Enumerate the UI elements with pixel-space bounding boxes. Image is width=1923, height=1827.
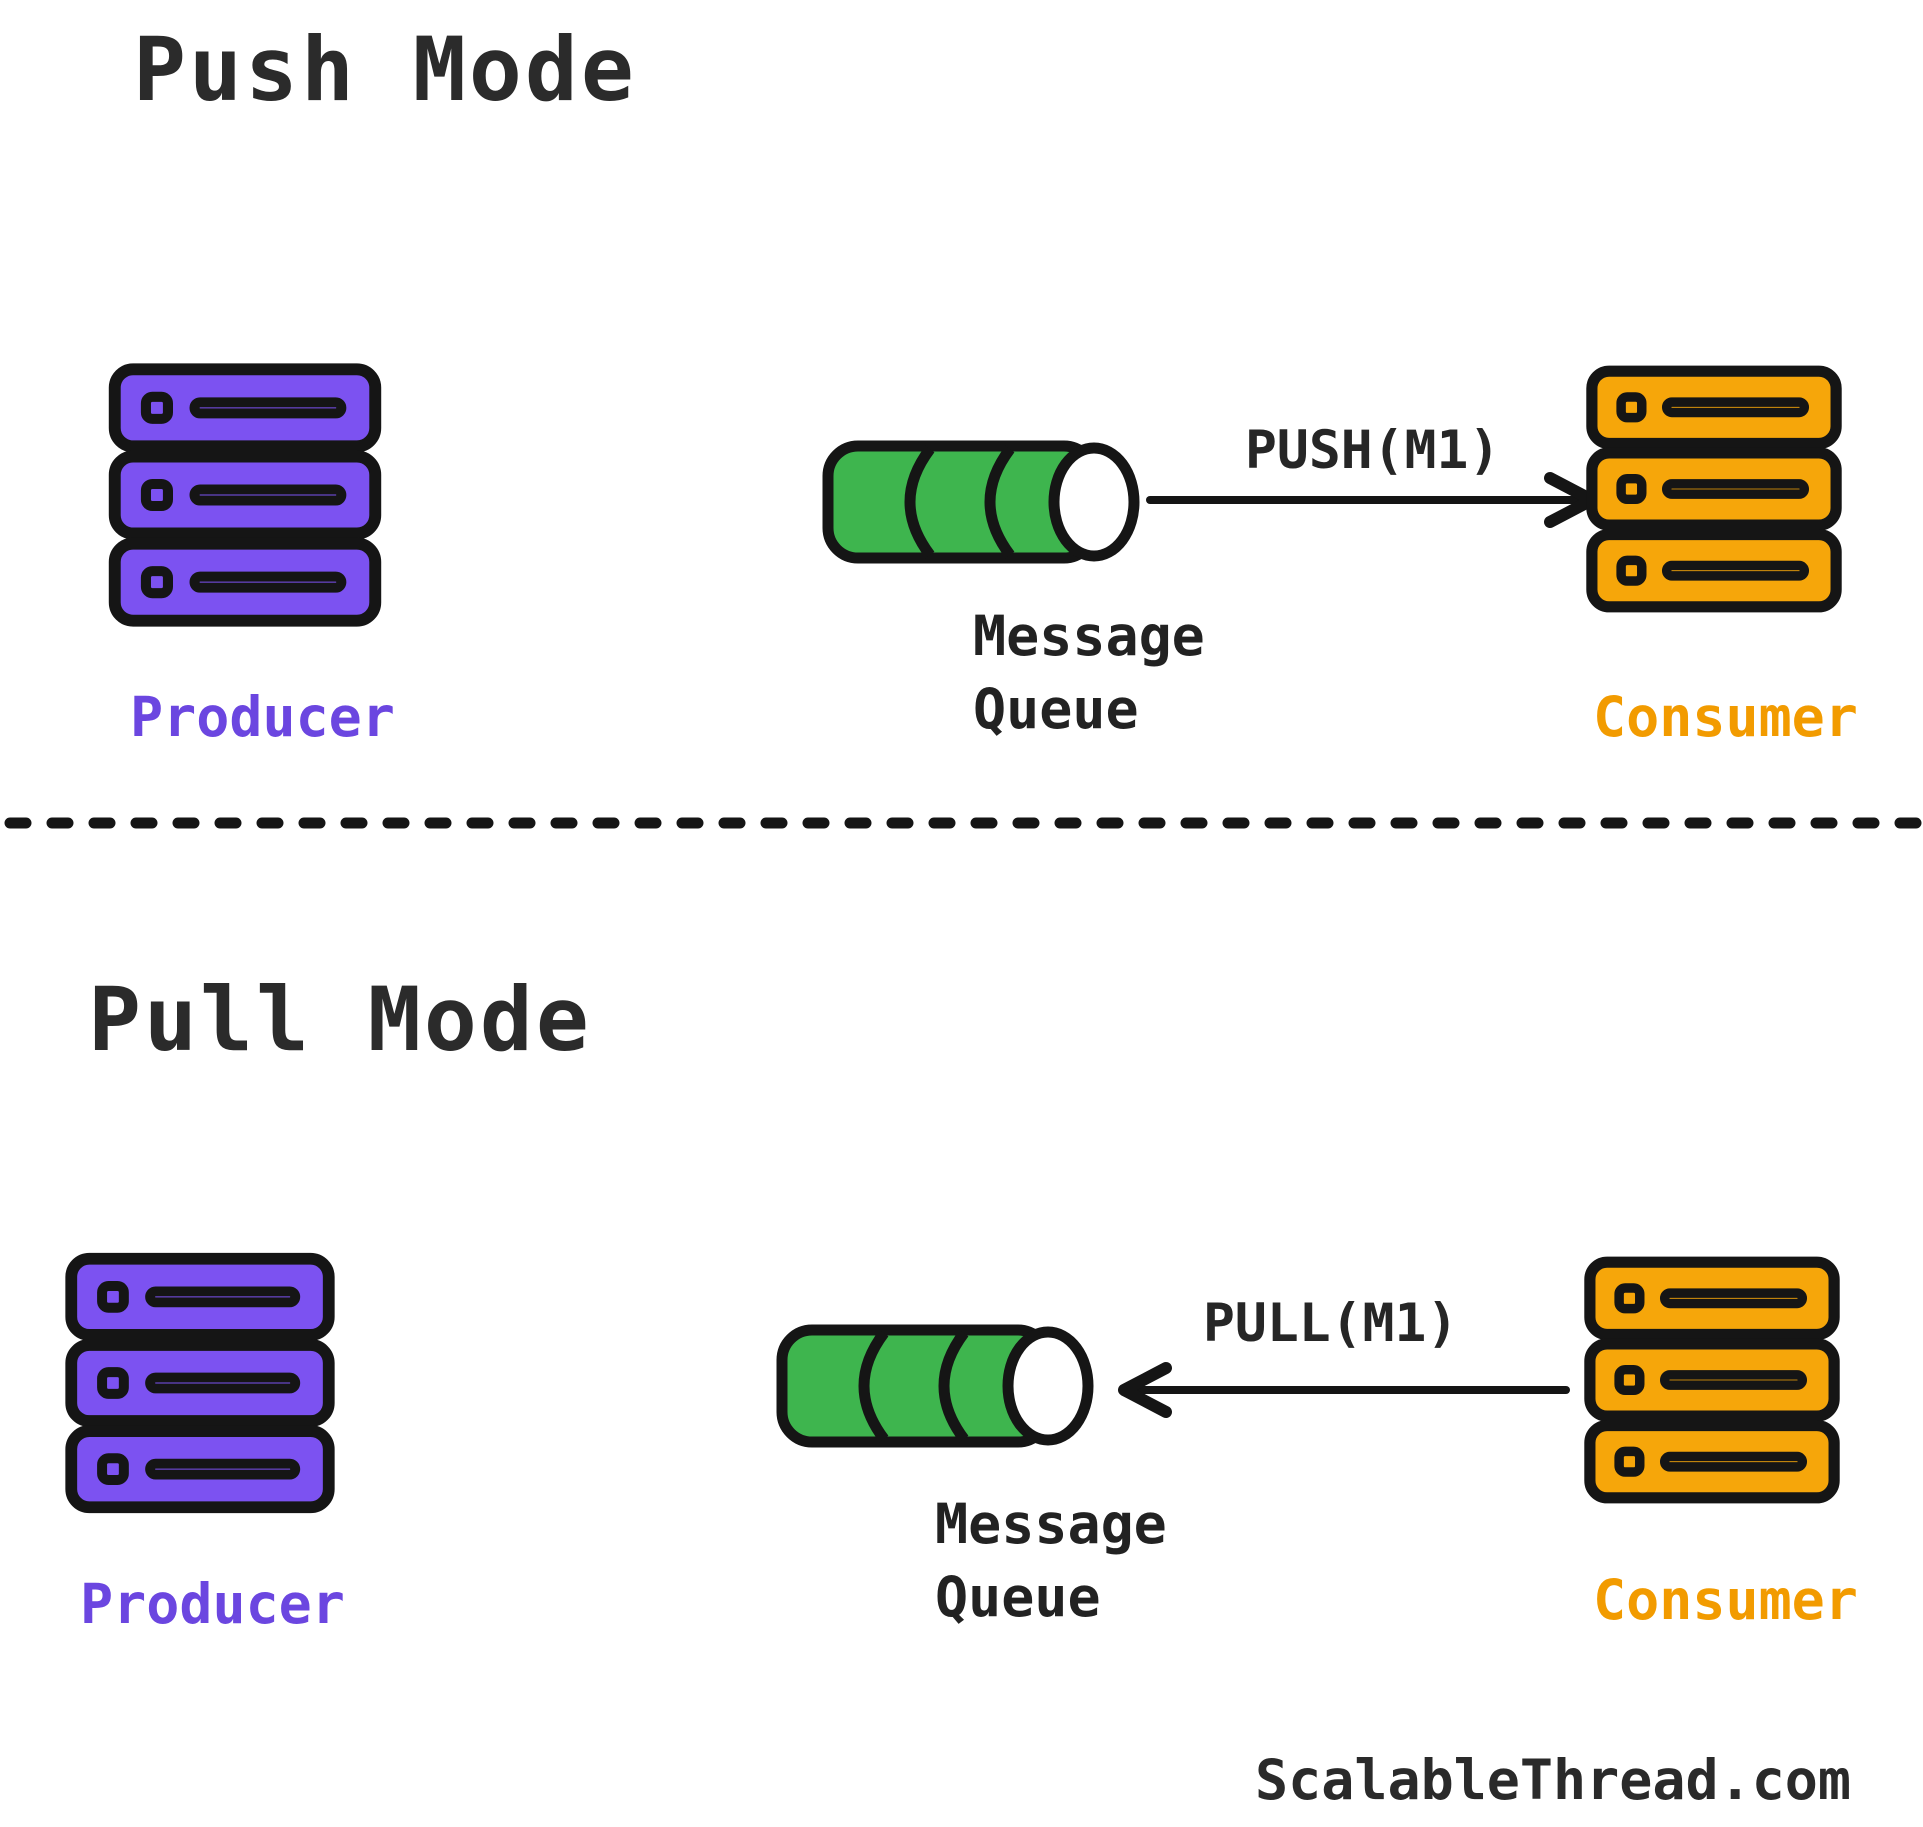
pull-message-queue-icon [772, 1322, 1102, 1450]
server-stack-icon [108, 363, 382, 627]
push-consumer-server-icon [1585, 356, 1843, 622]
pull-consumer-server-icon [1583, 1248, 1841, 1512]
server-stack-icon [1584, 1256, 1840, 1504]
push-queue-label: Message Queue [973, 604, 1205, 741]
pull-queue-label: Message Queue [935, 1492, 1167, 1629]
dashed-divider [0, 812, 1923, 834]
arrow-left-icon [1118, 1362, 1570, 1418]
push-message-queue-icon [818, 438, 1148, 566]
arrow-right-icon [1146, 472, 1598, 528]
server-stack-icon [65, 1252, 335, 1514]
pull-arrow-icon [1098, 1360, 1570, 1420]
pull-mode-title: Pull Mode [88, 968, 592, 1071]
push-mode-title: Push Mode [133, 18, 637, 121]
push-arrow-icon [1146, 470, 1611, 530]
cylinder-queue-icon [822, 440, 1140, 564]
server-stack-icon [1586, 365, 1842, 613]
cylinder-queue-icon [776, 1324, 1094, 1448]
push-producer-server-icon [104, 362, 386, 628]
pull-producer-server-icon [64, 1250, 336, 1516]
watermark-text: ScalableThread.com [1255, 1748, 1852, 1812]
pull-producer-label: Producer [80, 1572, 345, 1636]
push-producer-label: Producer [130, 685, 395, 749]
push-consumer-label: Consumer [1593, 685, 1858, 749]
pull-consumer-label: Consumer [1593, 1568, 1858, 1632]
pull-arrow-label: PULL(M1) [1203, 1293, 1459, 1354]
push-arrow-label: PUSH(M1) [1245, 420, 1501, 481]
